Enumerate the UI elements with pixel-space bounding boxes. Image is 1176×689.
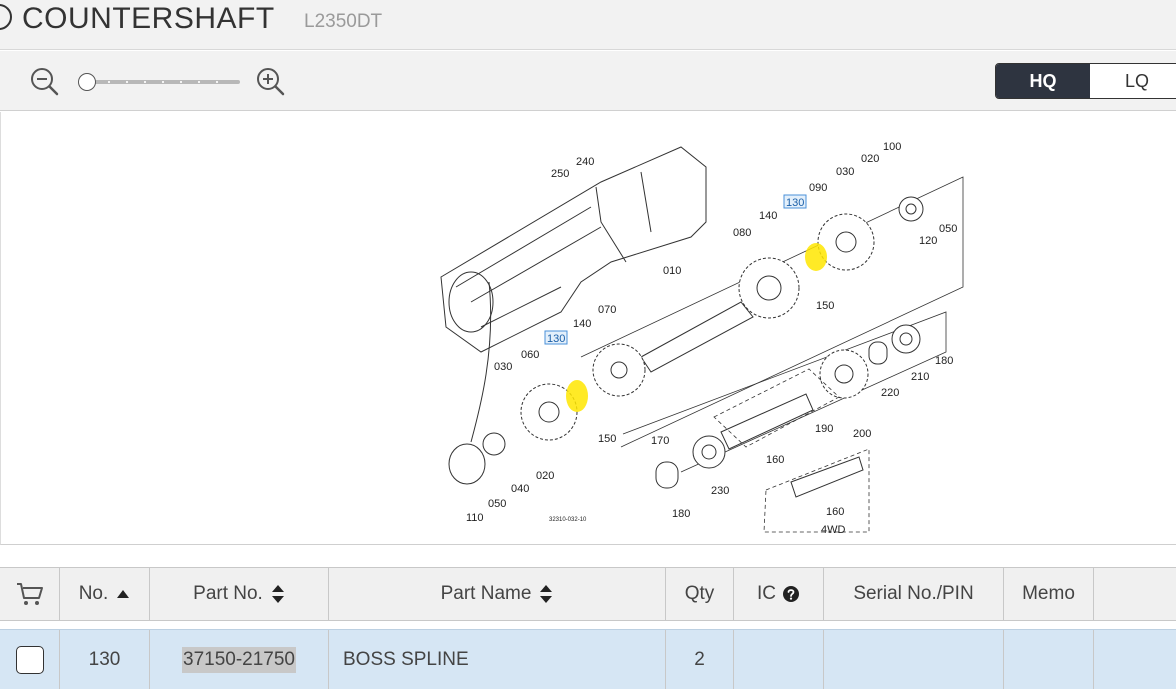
slider-tick — [108, 81, 110, 83]
svg-text:060: 060 — [521, 349, 539, 361]
column-part-no[interactable]: Part No. — [150, 568, 329, 620]
quality-toggle: HQ LQ — [995, 63, 1176, 99]
gears — [448, 196, 924, 489]
column-qty-label: Qty — [684, 583, 715, 604]
column-serial-label: Serial No./PIN — [853, 583, 974, 604]
svg-text:120: 120 — [919, 235, 937, 247]
parts-diagram[interactable]: 240 250 100 020 030 090 140 120 050 080 010 150… — [0, 112, 1176, 545]
cell-part-name-value: BOSS SPLINE — [343, 648, 469, 670]
cell-no: 130 — [60, 630, 150, 689]
column-serial: Serial No./PIN — [824, 568, 1004, 620]
svg-text:070: 070 — [598, 304, 616, 316]
svg-text:090: 090 — [809, 182, 827, 194]
diagram-toolbar: HQ LQ — [0, 51, 1176, 111]
gear-shafts — [640, 301, 864, 498]
svg-text:180: 180 — [935, 355, 953, 367]
svg-text:210: 210 — [911, 371, 929, 383]
svg-text:080: 080 — [733, 227, 751, 239]
cell-memo[interactable] — [1004, 630, 1094, 689]
slider-tick — [162, 81, 164, 83]
slider-tick — [216, 81, 218, 83]
column-qty: Qty — [666, 568, 734, 620]
svg-text:230: 230 — [711, 485, 729, 497]
hq-button[interactable]: HQ — [996, 64, 1090, 98]
cell-part-name: BOSS SPLINE — [329, 630, 666, 689]
sort-icon — [271, 585, 284, 603]
svg-text:130: 130 — [786, 197, 804, 209]
svg-text:140: 140 — [573, 318, 591, 330]
sort-asc-icon — [117, 590, 130, 598]
svg-text:030: 030 — [494, 361, 512, 373]
slider-tick — [144, 81, 146, 83]
svg-text:140: 140 — [759, 210, 777, 222]
row-checkbox[interactable] — [15, 645, 44, 674]
svg-text:180: 180 — [672, 508, 690, 520]
svg-text:040: 040 — [511, 483, 529, 495]
callout-130-boxes[interactable]: 130 130 — [544, 194, 807, 345]
column-memo: Memo — [1004, 568, 1094, 620]
column-ic: IC — [734, 568, 824, 620]
svg-text:020: 020 — [861, 153, 879, 165]
svg-text:050: 050 — [939, 223, 957, 235]
zoom-slider-thumb[interactable] — [78, 73, 96, 91]
transmission-housing — [440, 146, 707, 443]
svg-text:110: 110 — [466, 512, 484, 524]
svg-text:050: 050 — [488, 498, 506, 510]
shaft-plane-lower — [622, 311, 947, 473]
page-title: COUNTERSHAFT — [22, 2, 275, 35]
svg-text:220: 220 — [881, 387, 899, 399]
svg-text:150: 150 — [816, 300, 834, 312]
title-bar: COUNTERSHAFT L2350DT — [0, 0, 1176, 50]
svg-text:150: 150 — [598, 433, 616, 445]
slider-tick — [126, 81, 128, 83]
svg-text:240: 240 — [576, 156, 594, 168]
exploded-view-drawing: 240 250 100 020 030 090 140 120 050 080 010 150… — [440, 141, 964, 536]
svg-text:4WD: 4WD — [821, 524, 846, 536]
svg-text:200: 200 — [853, 428, 871, 440]
sort-icon — [540, 585, 553, 603]
column-cart — [0, 568, 60, 620]
callout-labels: 240 250 100 020 030 090 140 120 050 080 010 150… — [466, 141, 957, 536]
table-row[interactable]: 130 37150-21750 BOSS SPLINE 2 — [0, 629, 1176, 689]
column-no[interactable]: No. — [60, 568, 150, 620]
cell-qty: 2 — [666, 630, 734, 689]
svg-text:030: 030 — [836, 166, 854, 178]
zoom-slider[interactable] — [78, 73, 242, 91]
svg-text:020: 020 — [536, 470, 554, 482]
column-part-name[interactable]: Part Name — [329, 568, 666, 620]
column-part-name-label: Part Name — [440, 583, 532, 604]
cell-qty-value: 2 — [694, 648, 705, 670]
back-circle-icon[interactable] — [0, 4, 12, 30]
model-label: L2350DT — [304, 11, 383, 32]
svg-text:160: 160 — [766, 454, 784, 466]
cell-serial — [824, 630, 1004, 689]
slider-tick — [198, 81, 200, 83]
svg-text:130: 130 — [547, 333, 565, 345]
cell-part-no: 37150-21750 — [150, 630, 329, 689]
highlight-marks — [566, 243, 827, 412]
cart-icon — [16, 583, 43, 605]
slider-tick — [180, 81, 182, 83]
column-no-label: No. — [78, 583, 109, 604]
column-ic-label: IC — [757, 583, 776, 604]
cell-ic — [734, 630, 824, 689]
4wd-dashed-box — [713, 368, 870, 533]
zoom-in-icon[interactable] — [254, 65, 286, 97]
cell-no-value: 130 — [88, 648, 121, 670]
svg-text:170: 170 — [651, 435, 669, 447]
svg-text:32310-032-10: 32310-032-10 — [549, 517, 587, 523]
svg-text:100: 100 — [883, 141, 901, 153]
zoom-out-icon[interactable] — [28, 65, 60, 97]
table-header: No. Part No. Part Name Qty IC Serial No.… — [0, 567, 1176, 621]
row-select-cell — [0, 630, 60, 689]
cell-part-no-value[interactable]: 37150-21750 — [182, 646, 296, 673]
column-memo-label: Memo — [1022, 583, 1075, 604]
help-icon[interactable] — [782, 585, 800, 603]
svg-text:010: 010 — [663, 265, 681, 277]
lq-button[interactable]: LQ — [1090, 64, 1176, 98]
column-part-no-label: Part No. — [193, 583, 263, 604]
svg-text:160: 160 — [826, 506, 844, 518]
svg-text:250: 250 — [551, 168, 569, 180]
svg-text:190: 190 — [815, 423, 833, 435]
